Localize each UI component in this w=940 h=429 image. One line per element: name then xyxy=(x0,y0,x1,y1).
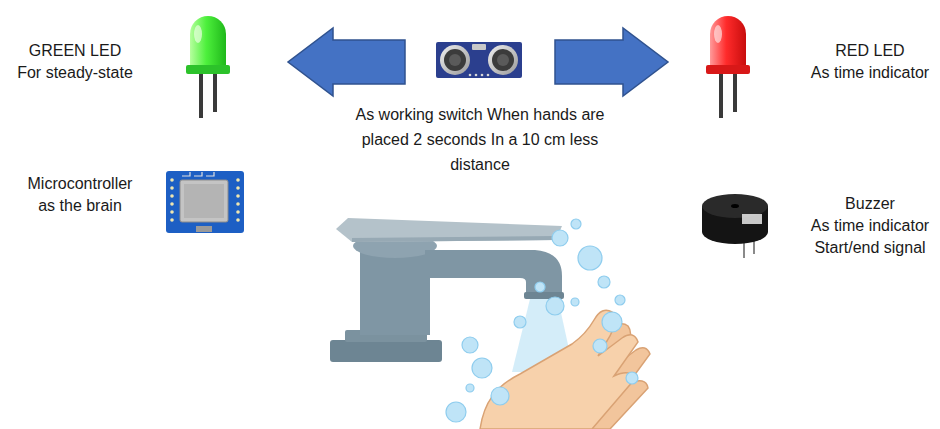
microcontroller-board xyxy=(166,171,244,233)
component-description: as the brain xyxy=(5,195,155,217)
text-block: BuzzerAs time indicator Start/end signal xyxy=(800,193,940,259)
ultrasonic-sensor xyxy=(436,42,522,78)
component-description: For steady-state xyxy=(5,62,145,84)
led-component: GREEN LEDFor steady-state xyxy=(5,10,288,114)
controller-component: Microcontrolleras the brain xyxy=(5,163,250,243)
sensor-component: As working switch When hands are placed … xyxy=(405,10,555,114)
component-title: Buzzer xyxy=(800,193,940,215)
component-title: As working switch When hands are placed … xyxy=(350,102,610,177)
component-title: Microcontroller xyxy=(5,173,155,195)
text-block: GREEN LEDFor steady-state xyxy=(5,40,145,84)
green-led-symbol xyxy=(186,16,230,118)
hands-illustration xyxy=(446,297,650,429)
component-description: As time indicator xyxy=(810,62,930,84)
text-block: As working switch When hands are placed … xyxy=(350,102,610,177)
component-title: RED LED xyxy=(810,40,930,62)
buzzer-symbol xyxy=(702,194,768,258)
text-block: Microcontrolleras the brain xyxy=(5,173,155,217)
block-arrow xyxy=(555,28,668,96)
block-arrow xyxy=(288,28,405,96)
component-description: As time indicator Start/end signal xyxy=(800,215,940,259)
buzzer-component: BuzzerAs time indicator Start/end signal xyxy=(695,185,940,255)
component-title: GREEN LED xyxy=(5,40,145,62)
red-led-symbol xyxy=(706,16,750,118)
led-component: RED LEDAs time indicator xyxy=(668,10,930,114)
text-block: RED LEDAs time indicator xyxy=(810,40,930,84)
